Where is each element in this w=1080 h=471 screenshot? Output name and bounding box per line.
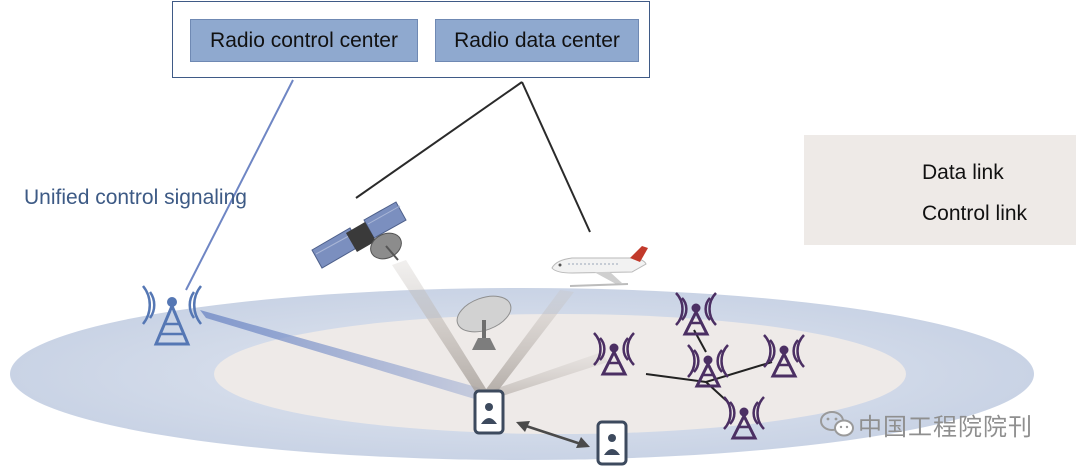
radio-control-center-box: Radio control center — [190, 19, 418, 62]
device-to-device-arrow — [516, 421, 590, 448]
data-link-to-satellite — [355, 81, 523, 199]
radio-data-center-label: Radio data center — [454, 28, 620, 52]
satellite-icon — [311, 201, 407, 269]
radio-data-center-box: Radio data center — [435, 19, 639, 62]
watermark-text: 中国工程院院刊 — [858, 414, 1033, 441]
dish-antenna-icon — [456, 295, 512, 350]
local-beam — [492, 352, 608, 398]
control-tower-icon — [142, 285, 202, 346]
cell-tower-icon — [675, 292, 717, 336]
cell-tower-icon — [723, 396, 765, 440]
wechat-icon — [820, 411, 854, 437]
legend-item-control-link: Control link — [922, 202, 1027, 226]
unified-control-signaling-label: Unified control signaling — [24, 186, 247, 209]
aircraft-icon — [551, 246, 648, 287]
watermark: 中国工程院院刊 — [858, 407, 1033, 442]
control-beam — [200, 310, 480, 400]
control-link-line — [185, 79, 294, 291]
radio-control-center-label: Radio control center — [210, 28, 398, 52]
legend-data-link-label: Data link — [922, 161, 1004, 184]
user-terminal-icon — [596, 420, 628, 466]
satellite-beam — [392, 260, 488, 396]
cell-tower-icon — [593, 332, 635, 376]
aircraft-beam — [484, 290, 574, 396]
legend-item-data-link: Data link — [922, 161, 1004, 185]
legend-control-link-label: Control link — [922, 202, 1028, 225]
data-link-to-aircraft — [521, 81, 591, 233]
cell-tower-icon — [763, 334, 805, 378]
legend: Data link Control link — [804, 135, 1076, 245]
user-terminal-icon — [473, 389, 505, 435]
centers-panel: Radio control center Radio data center — [172, 1, 650, 78]
